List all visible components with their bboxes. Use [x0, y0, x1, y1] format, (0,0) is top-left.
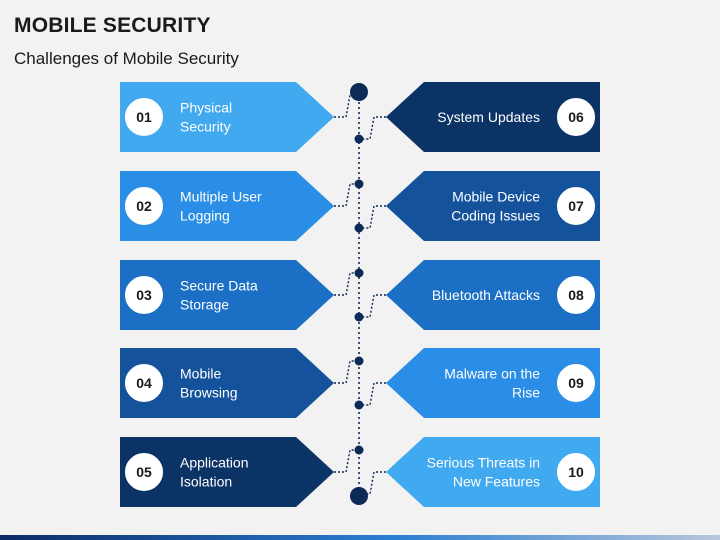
item-connector [359, 471, 386, 495]
item-label: System Updates [437, 109, 540, 125]
connector-dot [354, 179, 364, 189]
connector-dot [354, 90, 364, 100]
item-arrow-shape [148, 171, 334, 241]
item-connector [359, 116, 386, 140]
item-arrow-shape [148, 348, 334, 418]
item-number-badge [555, 451, 597, 493]
connector-dot [354, 223, 364, 233]
item-arrow-shape [148, 82, 334, 152]
item-arrow-shape [386, 82, 572, 152]
item-label: Rise [512, 385, 540, 401]
item-number-badge [555, 274, 597, 316]
item-arrow-shape [148, 260, 334, 330]
item-number-badge [555, 96, 597, 138]
page-subtitle: Challenges of Mobile Security [14, 49, 239, 68]
item-arrow-shape [386, 171, 572, 241]
item-number: 04 [136, 375, 152, 391]
item-number: 10 [568, 464, 584, 480]
connector-dot [354, 400, 364, 410]
connector-dot [354, 489, 364, 499]
item-arrow-shape [386, 260, 572, 330]
item-label: Serious Threats in [427, 455, 540, 471]
item-number-badge [123, 451, 165, 493]
item-label: New Features [453, 474, 540, 490]
item-label: Malware on the [444, 366, 540, 382]
connector-dot [354, 445, 364, 455]
item-number: 03 [136, 287, 152, 303]
item-connector [334, 360, 359, 384]
item-number: 01 [136, 109, 152, 125]
item-label: Physical [180, 100, 232, 116]
page-title: MOBILE SECURITY [14, 14, 211, 37]
item-number: 06 [568, 109, 584, 125]
item-number: 07 [568, 198, 584, 214]
item-arrow-shape [148, 437, 334, 507]
item-arrow-shape [386, 348, 572, 418]
item-label: Logging [180, 208, 230, 224]
bottom-accent-bar [0, 535, 720, 540]
connector-dot [354, 134, 364, 144]
item-label: Browsing [180, 385, 238, 401]
item-connector [334, 94, 359, 118]
item-number-badge [555, 362, 597, 404]
item-label: Mobile Device [452, 189, 540, 205]
item-number-badge [123, 96, 165, 138]
item-connector [359, 382, 386, 406]
item-connector [359, 294, 386, 318]
connector-dot [354, 312, 364, 322]
item-label: Isolation [180, 474, 232, 490]
item-label: Mobile [180, 366, 221, 382]
item-label: Application [180, 455, 249, 471]
item-label: Storage [180, 297, 229, 313]
item-label: Secure Data [180, 278, 258, 294]
item-number-badge [555, 185, 597, 227]
connector-dot [354, 356, 364, 366]
item-number: 05 [136, 464, 152, 480]
item-connector [334, 449, 359, 473]
item-label: Bluetooth Attacks [432, 287, 540, 303]
item-connector [334, 272, 359, 296]
item-label: Security [180, 119, 231, 135]
connector-dot [354, 268, 364, 278]
item-label: Coding Issues [451, 208, 540, 224]
item-connector [334, 183, 359, 207]
item-arrow-shape [386, 437, 572, 507]
item-label: Multiple User [180, 189, 262, 205]
item-number-badge [123, 362, 165, 404]
item-number: 09 [568, 375, 584, 391]
item-number: 02 [136, 198, 152, 214]
item-number-badge [123, 274, 165, 316]
item-connector [359, 205, 386, 229]
item-number-badge [123, 185, 165, 227]
item-number: 08 [568, 287, 584, 303]
